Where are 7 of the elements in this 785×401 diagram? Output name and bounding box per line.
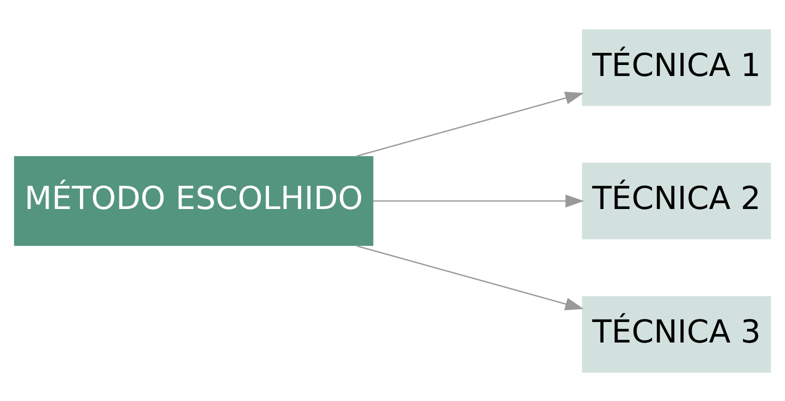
arrow xyxy=(356,91,584,156)
node-box: MÉTODO ESCOLHIDO xyxy=(14,156,374,246)
node-box: TÉCNICA 3 xyxy=(582,296,771,372)
arrow xyxy=(356,244,584,310)
node-box: TÉCNICA 1 xyxy=(582,28,771,106)
node-box: TÉCNICA 2 xyxy=(582,162,771,239)
arrow xyxy=(373,194,584,207)
